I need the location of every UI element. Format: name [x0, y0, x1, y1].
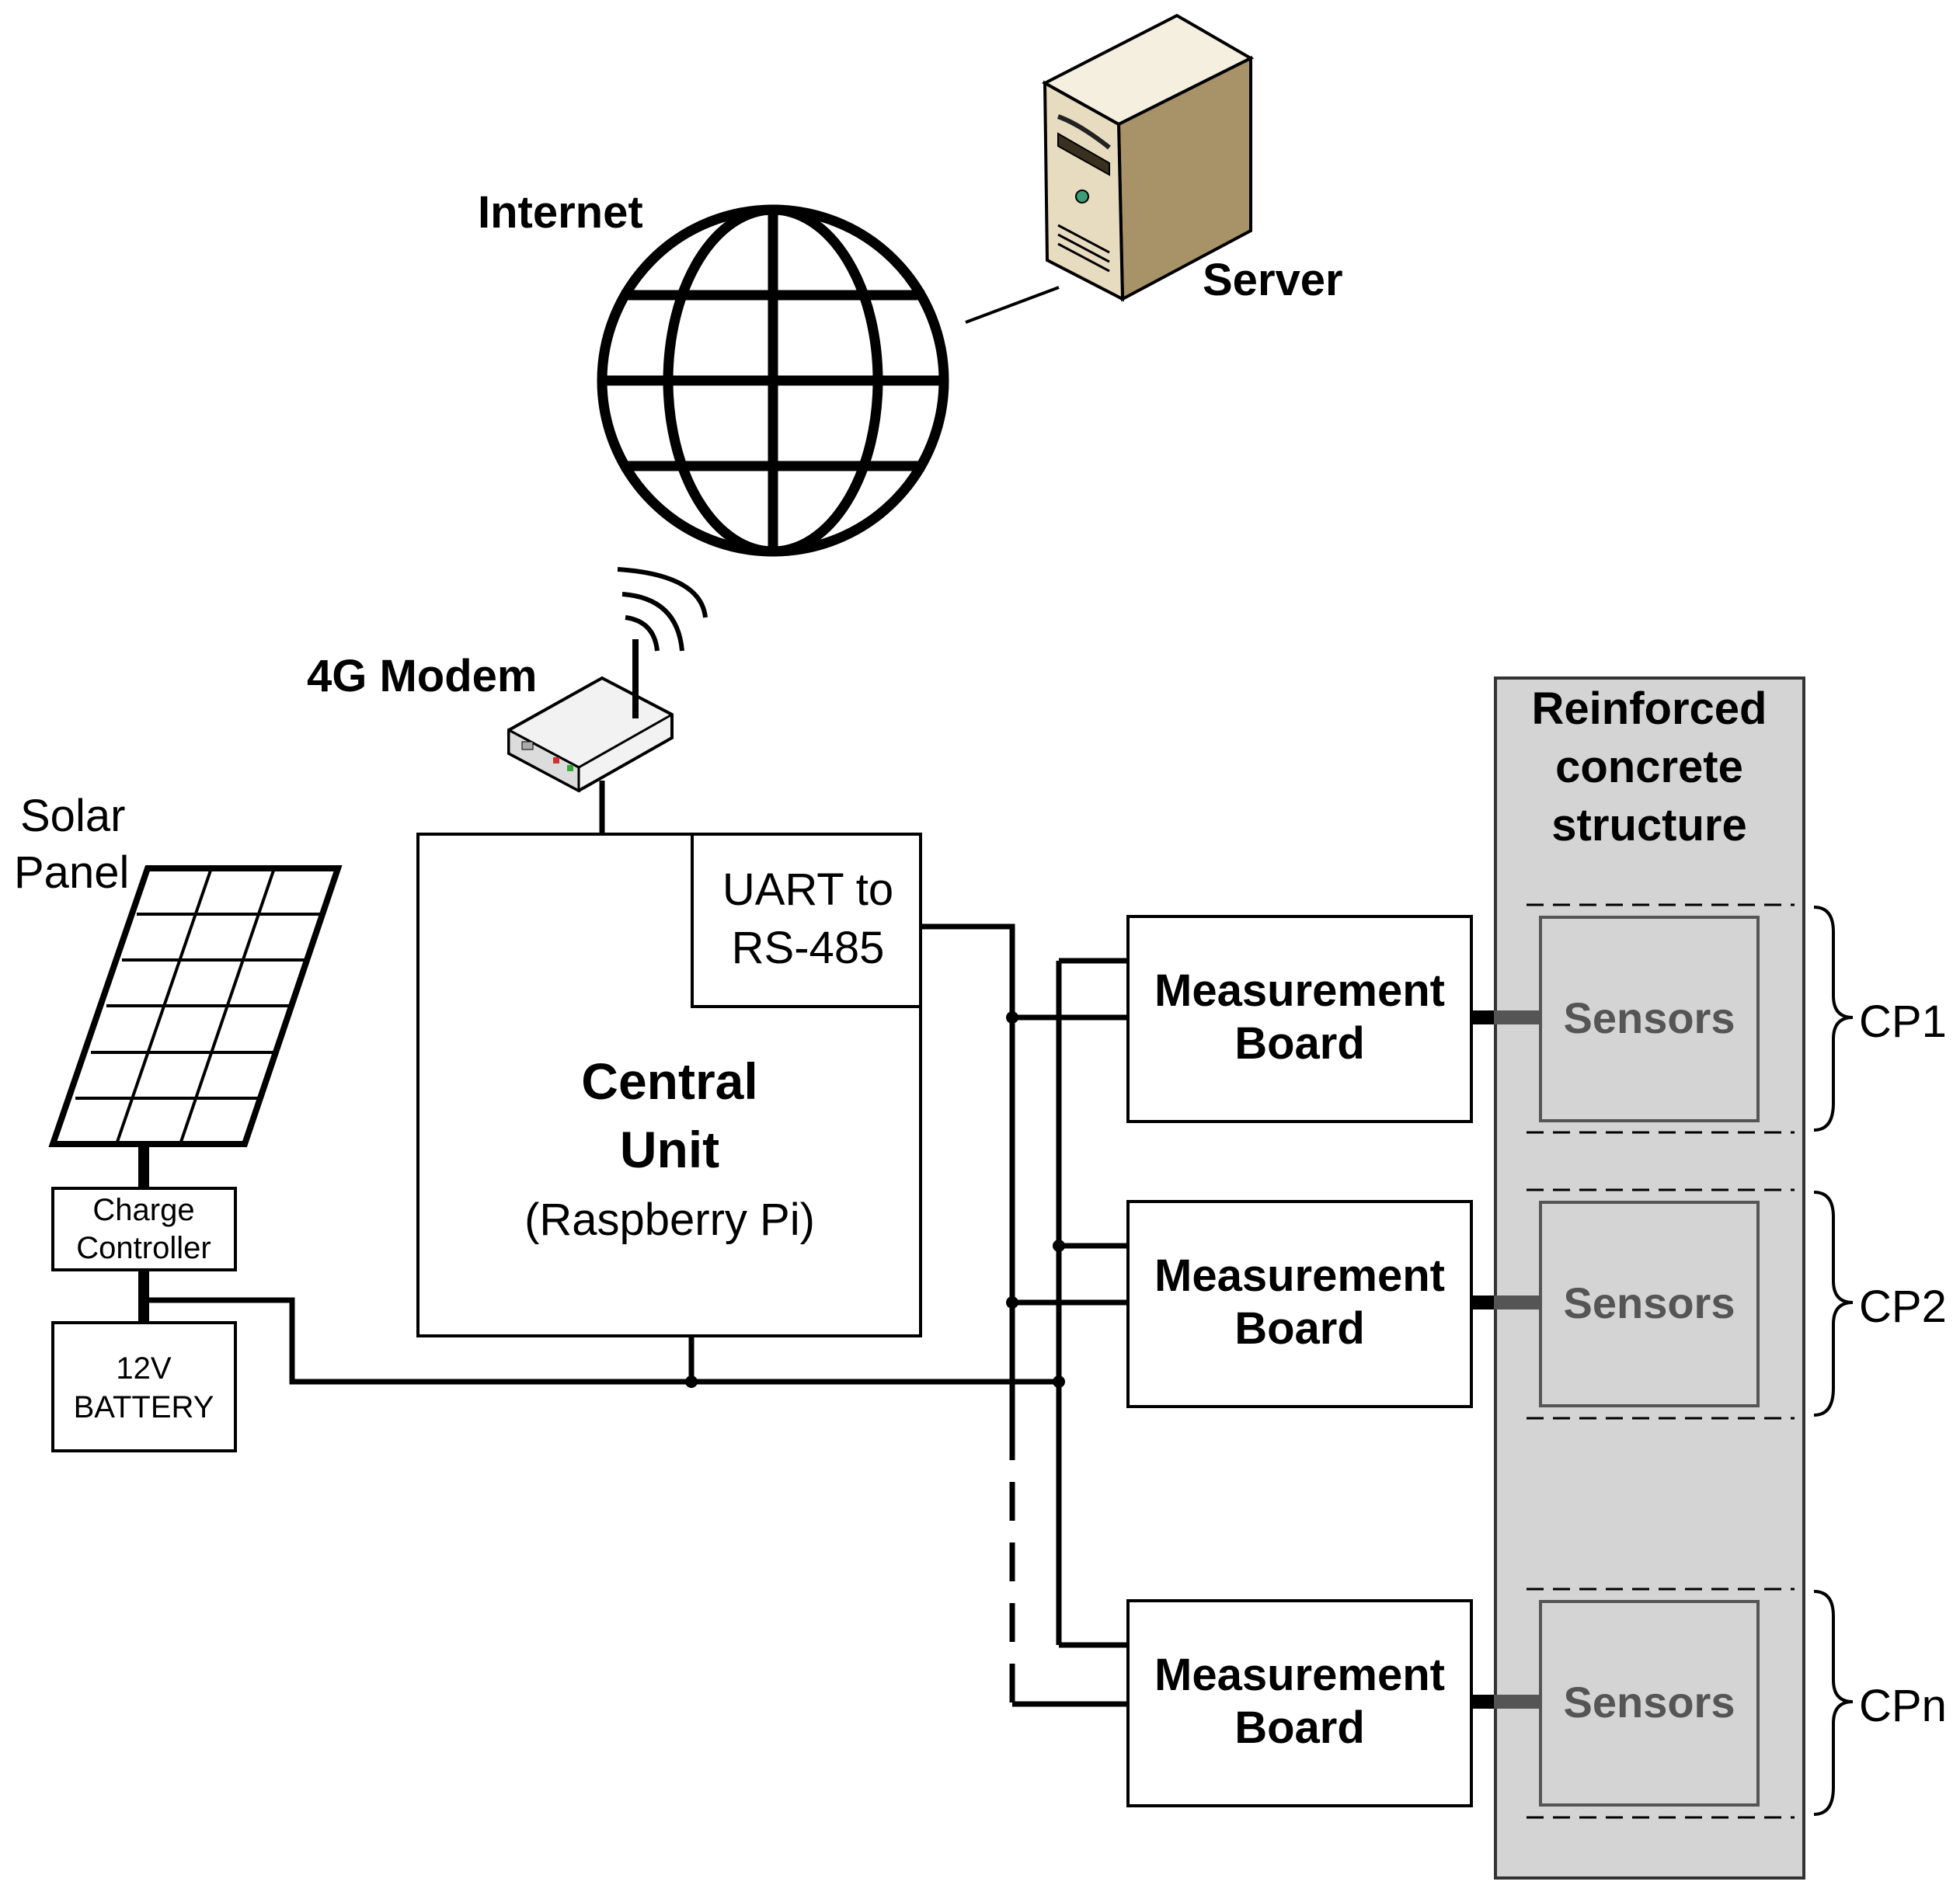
sensor-box-1: Sensors: [1539, 916, 1760, 1122]
measurement-board-n: Measurement Board: [1126, 1599, 1473, 1807]
measurement-board-2: Measurement Board: [1126, 1200, 1473, 1408]
cp-braces: [1813, 906, 1854, 1816]
bus-wiring: [144, 923, 1128, 1707]
svg-text:RS-485: RS-485: [732, 923, 885, 973]
control-point-regions: [1527, 903, 1795, 1819]
svg-text:BATTERY: BATTERY: [74, 1390, 214, 1424]
svg-text:12V: 12V: [116, 1351, 171, 1386]
structure-label-line2: concrete: [1555, 742, 1743, 792]
svg-text:Controller: Controller: [76, 1231, 211, 1265]
svg-text:Board: Board: [1234, 1018, 1365, 1069]
server-label: Server: [1203, 255, 1343, 305]
battery: 12V BATTERY: [51, 1321, 237, 1452]
structure-label-line1: Reinforced: [1532, 683, 1767, 734]
svg-text:UART to: UART to: [722, 864, 893, 915]
solar-panel-icon: [48, 865, 343, 1147]
board-sensor-links: [1471, 1010, 1540, 1709]
svg-text:Sensors: Sensors: [1564, 1678, 1735, 1727]
uart-rs485-module: UART to RS-485: [691, 833, 922, 1008]
server-icon: [1041, 13, 1255, 302]
server-link: [965, 286, 1060, 324]
modem-label: 4G Modem: [307, 651, 538, 701]
cpn-label: CPn: [1859, 1681, 1947, 1731]
svg-text:Unit: Unit: [620, 1121, 719, 1178]
svg-text:Central: Central: [581, 1052, 757, 1110]
svg-text:Board: Board: [1234, 1303, 1365, 1354]
svg-text:Measurement: Measurement: [1154, 1650, 1445, 1700]
solar-panel-label-line2: Panel: [14, 847, 129, 898]
svg-text:Board: Board: [1234, 1702, 1365, 1753]
svg-text:Sensors: Sensors: [1564, 993, 1735, 1042]
cp2-label: CP2: [1859, 1282, 1947, 1332]
sensor-box-n: Sensors: [1539, 1600, 1760, 1807]
sensor-box-2: Sensors: [1539, 1201, 1760, 1407]
charge-controller: Charge Controller: [51, 1187, 237, 1271]
svg-text:Sensors: Sensors: [1564, 1278, 1735, 1327]
bus-junctions: [685, 1011, 1065, 1388]
cp1-label: CP1: [1859, 996, 1947, 1047]
structure-label-line3: structure: [1551, 800, 1746, 850]
globe-icon: [597, 204, 949, 557]
svg-text:Measurement: Measurement: [1154, 1250, 1445, 1301]
internet-label: Internet: [478, 187, 643, 238]
svg-text:(Raspberry Pi): (Raspberry Pi): [524, 1195, 815, 1245]
measurement-board-1: Measurement Board: [1126, 915, 1473, 1123]
solar-panel-label-line1: Solar: [20, 791, 125, 841]
modem-icon: [507, 567, 708, 793]
svg-text:Measurement: Measurement: [1154, 965, 1445, 1016]
svg-text:Charge: Charge: [92, 1193, 194, 1227]
